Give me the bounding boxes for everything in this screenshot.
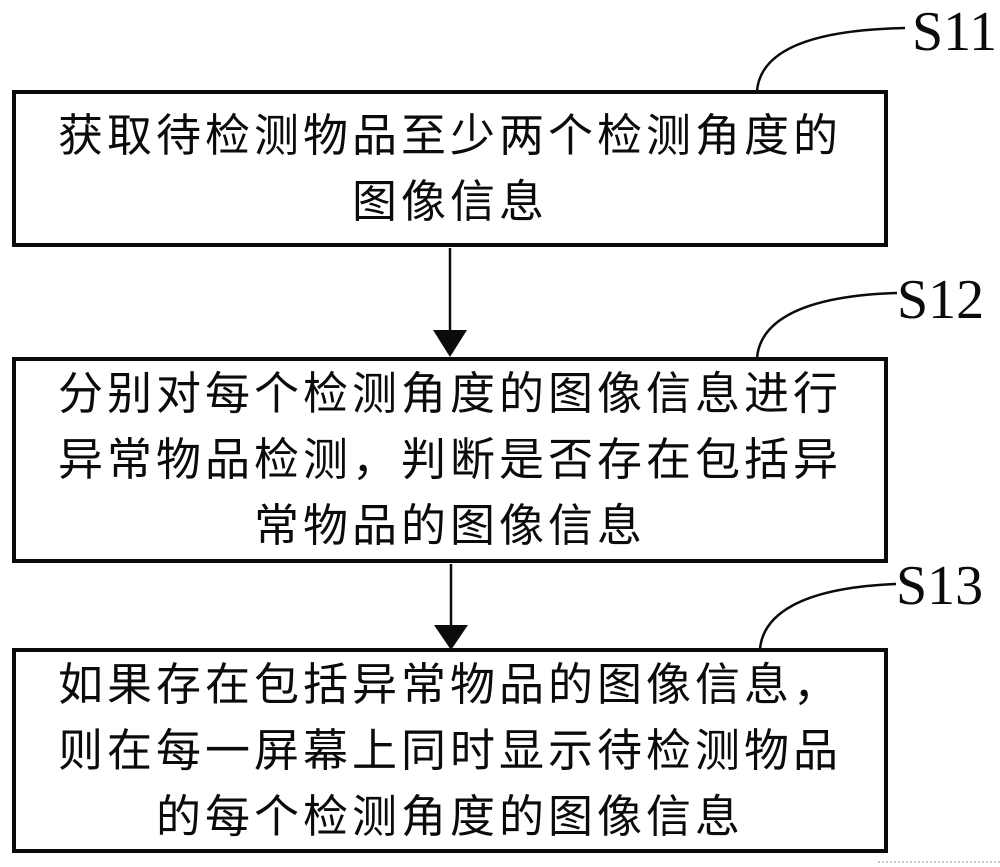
flow-arrow-2-head [434, 625, 468, 650]
step-1-text-line-1: 获取待检测物品至少两个检测角度的 [57, 108, 842, 162]
step-3-text-line-3: 的每个检测角度的图像信息 [155, 789, 744, 843]
leader-line-s13 [758, 582, 897, 650]
step-2-text-line-3: 常物品的图像信息 [253, 499, 646, 552]
flow-box-step-1: 获取待检测物品至少两个检测角度的 图像信息 [12, 90, 888, 247]
step-3-text-line-1: 如果存在包括异常物品的图像信息， [57, 657, 842, 711]
flow-box-step-3: 如果存在包括异常物品的图像信息， 则在每一屏幕上同时显示待检测物品 的每个检测角… [12, 648, 888, 853]
step-2-text-line-2: 异常物品检测，判断是否存在包括异 [57, 433, 842, 486]
leader-line-s11 [755, 26, 906, 92]
scan-artifact-line [878, 861, 1000, 863]
leader-line-s12 [755, 291, 898, 359]
step-label-s11: S11 [912, 1, 998, 63]
step-label-s13: S13 [896, 555, 984, 617]
step-label-s12: S12 [897, 269, 985, 331]
step-2-text-line-1: 分别对每个检测角度的图像信息进行 [57, 367, 842, 420]
step-3-text-line-2: 则在每一屏幕上同时显示待检测物品 [57, 723, 842, 777]
flow-arrow-1-head [433, 330, 467, 357]
step-1-text-line-2: 图像信息 [351, 174, 548, 228]
flow-box-step-2: 分别对每个检测角度的图像信息进行 异常物品检测，判断是否存在包括异 常物品的图像… [12, 357, 888, 563]
